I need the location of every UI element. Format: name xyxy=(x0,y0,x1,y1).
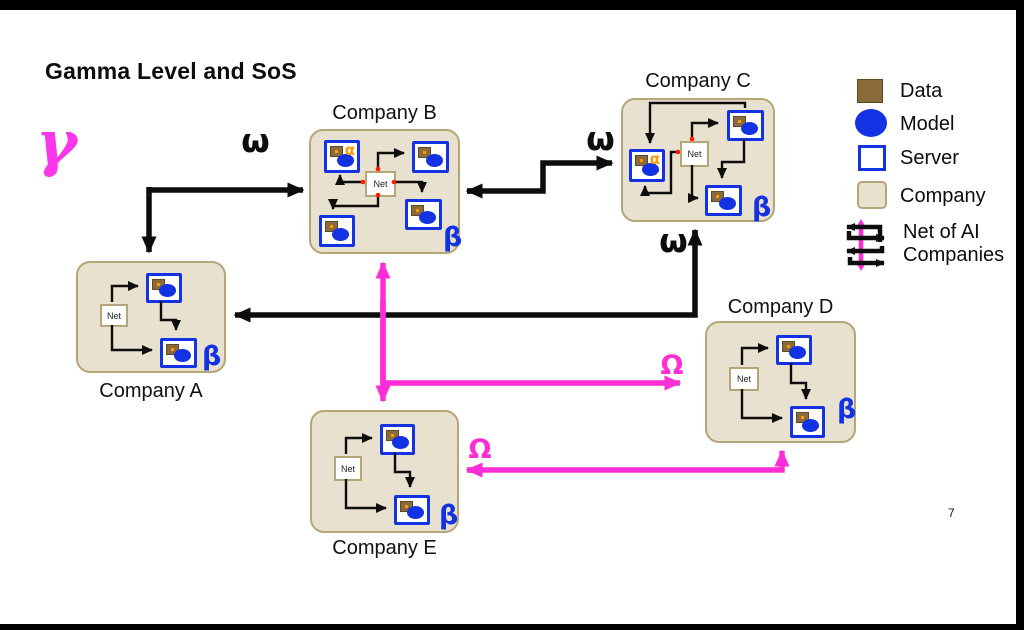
model-icon xyxy=(407,506,424,519)
legend-server-swatch xyxy=(858,145,886,171)
net-box-d: Net xyxy=(729,367,759,391)
slide-title: Gamma Level and SoS xyxy=(45,58,297,84)
gamma-symbol: γ xyxy=(36,106,77,179)
server-b-topleft: α xyxy=(324,140,360,173)
server-a-top xyxy=(146,273,182,303)
beta-label-d: β xyxy=(837,394,857,425)
model-icon xyxy=(337,154,354,167)
net-box-a: Net xyxy=(100,304,128,327)
server-e-bottom xyxy=(394,495,430,525)
letterbox-top-bar xyxy=(0,0,1024,10)
server-e-top xyxy=(380,424,415,455)
net-box-e: Net xyxy=(334,456,362,481)
server-c-topright xyxy=(727,110,764,141)
beta-label-b: β xyxy=(443,222,463,253)
company-c-box: α Net β xyxy=(621,98,775,222)
arrow-e-to-d xyxy=(468,449,790,473)
company-d-label: Company D xyxy=(727,296,834,318)
legend-server-label: Server xyxy=(900,147,959,169)
server-d-bottom xyxy=(790,406,825,438)
alpha-label-b: α xyxy=(344,141,355,159)
legend-net-label: Net of AI Companies xyxy=(903,221,1005,266)
company-c-label: Company C xyxy=(645,70,751,92)
company-e-box: Net β xyxy=(310,410,459,533)
server-b-topright xyxy=(412,141,449,173)
omega-label-a-b: ω xyxy=(241,121,270,160)
server-c-bottom xyxy=(705,185,742,216)
net-box-c: Net xyxy=(680,141,709,167)
model-icon xyxy=(332,228,349,241)
net-label: Net xyxy=(687,149,702,159)
model-icon xyxy=(426,154,443,167)
legend-model-swatch xyxy=(855,109,887,137)
company-a-box: Net β xyxy=(76,261,226,373)
company-a-label: Company A xyxy=(99,380,203,402)
company-b-box: α Net β xyxy=(309,129,463,254)
beta-label-e: β xyxy=(439,500,459,531)
legend-company-label: Company xyxy=(900,185,986,207)
company-d-box: Net β xyxy=(705,321,856,443)
Omega-label-b-d: Ω xyxy=(660,350,684,381)
model-icon xyxy=(159,284,176,297)
arrow-b-to-c xyxy=(467,155,614,194)
letterbox-bottom-bar xyxy=(0,624,1024,630)
server-d-top xyxy=(776,335,812,365)
letterbox-right-bar xyxy=(1016,0,1024,630)
net-box-b: Net xyxy=(365,171,396,197)
alpha-label-c: α xyxy=(649,150,660,168)
arrow-c-to-a xyxy=(233,231,698,323)
company-b-label: Company B xyxy=(332,102,437,124)
net-label: Net xyxy=(106,310,121,321)
model-icon xyxy=(419,211,436,224)
legend-data-swatch xyxy=(857,79,883,103)
model-icon xyxy=(392,436,409,449)
model-icon xyxy=(802,419,819,432)
page-number: 7 xyxy=(948,506,955,520)
data-icon xyxy=(418,147,431,158)
legend-data-label: Data xyxy=(900,80,943,102)
beta-label-c: β xyxy=(752,192,772,223)
server-b-bottomright xyxy=(405,199,442,230)
legend-model-label: Model xyxy=(900,113,955,135)
model-icon xyxy=(719,197,736,210)
server-b-bottomleft xyxy=(319,215,355,247)
legend-company-swatch xyxy=(857,181,887,209)
data-icon xyxy=(411,205,424,216)
net-label: Net xyxy=(340,463,355,474)
data-icon xyxy=(330,146,343,157)
net-label: Net xyxy=(373,179,388,189)
net-label: Net xyxy=(736,374,751,384)
omega-label-b-c: ω xyxy=(586,119,615,158)
model-icon xyxy=(174,349,191,362)
model-icon xyxy=(741,122,758,135)
beta-label-a: β xyxy=(202,341,222,372)
company-e-label: Company E xyxy=(332,537,437,559)
server-c-left: α xyxy=(629,149,665,182)
Omega-label-e-d: Ω xyxy=(468,434,492,465)
omega-label-c-a: ω xyxy=(659,221,688,260)
server-a-bottom xyxy=(160,338,197,368)
net-of-ai-icon xyxy=(846,219,885,271)
model-icon xyxy=(789,346,806,359)
data-icon xyxy=(711,191,724,202)
